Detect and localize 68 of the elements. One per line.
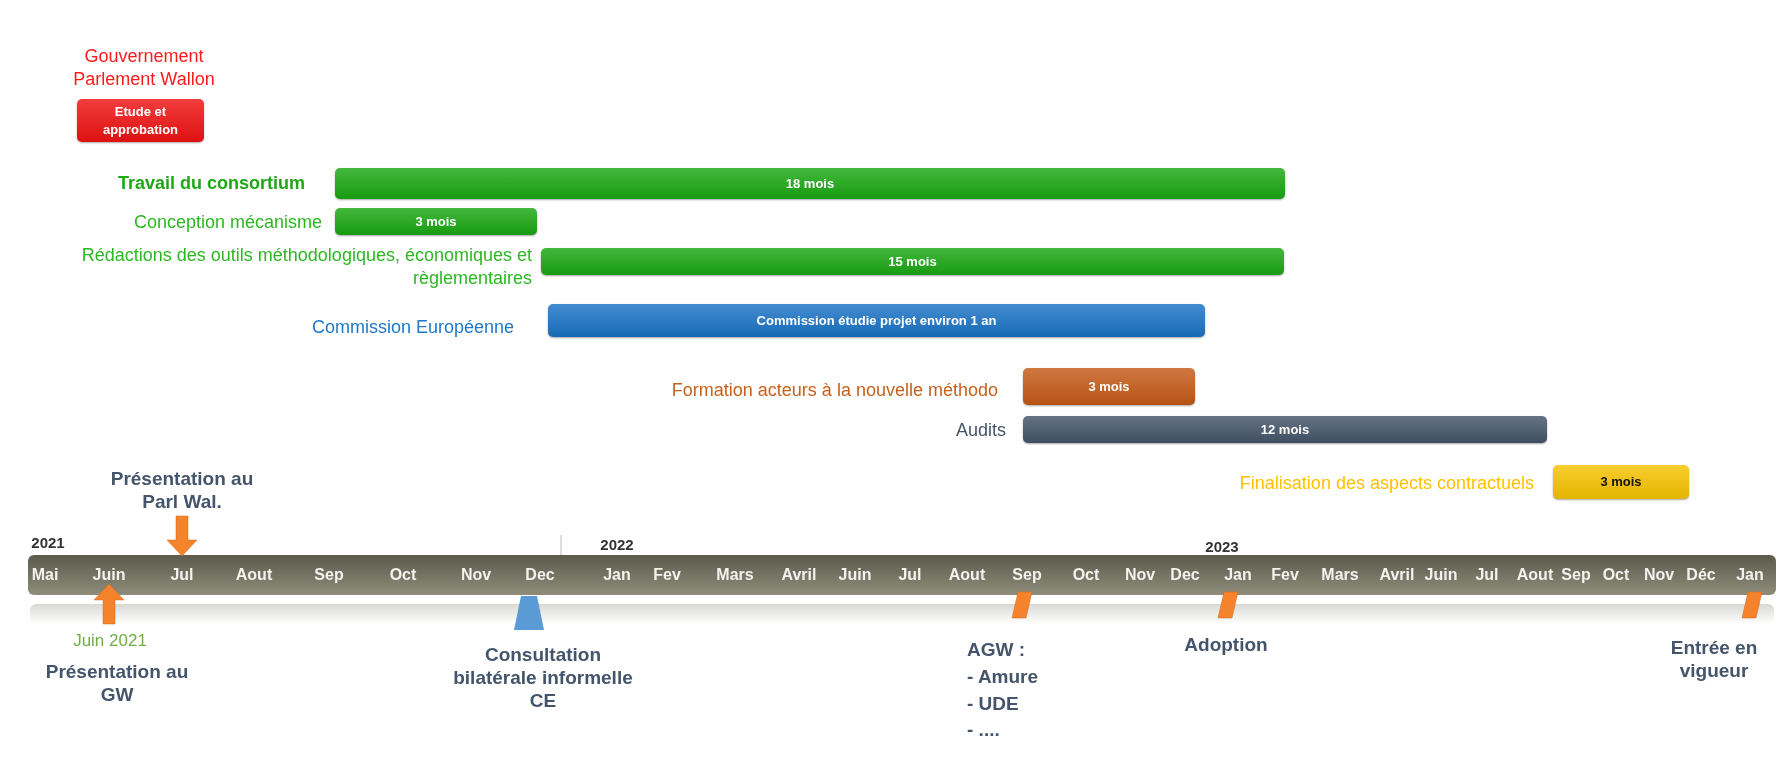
month-label: Sep	[1561, 565, 1591, 585]
duration-label: 3 mois	[415, 212, 457, 231]
month-label: Fev	[653, 565, 681, 585]
month-label: Sep	[1012, 565, 1042, 585]
month-label: Fev	[1271, 565, 1299, 585]
duration-label: Commission étudie projet environ 1 an	[756, 311, 997, 330]
gantt-bar	[335, 168, 1285, 199]
month-label: Jul	[1475, 565, 1499, 585]
year-label: 2021	[31, 534, 65, 552]
month-label: Aout	[235, 565, 273, 585]
task-label: Commission Européenne	[311, 315, 514, 339]
task-label: Travail du consortium	[117, 171, 305, 195]
year-label: 2023	[1205, 538, 1239, 556]
task-label: Rédactions des outils méthodologiques, économiques et règlementaires	[80, 243, 532, 289]
gantt-bar	[1023, 368, 1195, 405]
month-label: Avril	[781, 565, 817, 585]
milestone-label: - UDE	[967, 693, 1019, 716]
month-label: Mai	[31, 565, 59, 585]
milestone-label: Entrée en vigueur	[1669, 637, 1759, 683]
task-label: Conception mécanisme	[133, 210, 322, 234]
duration-label: Etude et approbation	[101, 102, 180, 139]
month-label: Oct	[1602, 565, 1630, 585]
milestone-label: Présentation au Parl Wal.	[109, 468, 255, 514]
gantt-bar	[1023, 416, 1547, 443]
milestone-label: AGW :	[967, 639, 1026, 662]
milestone-label: - ....	[967, 719, 1000, 742]
month-label: Jan	[1224, 565, 1252, 585]
month-label: Aout	[948, 565, 986, 585]
month-label: Aout	[1516, 565, 1554, 585]
milestone-label: - Amure	[967, 666, 1039, 689]
month-label: Jul	[170, 565, 194, 585]
month-label: Sep	[314, 565, 344, 585]
task-label: Finalisation des aspects contractuels	[1239, 471, 1534, 495]
date-label: Juin 2021	[73, 630, 147, 652]
month-label: Déc	[1686, 565, 1716, 585]
duration-label: 3 mois	[1088, 377, 1130, 396]
month-label: Nov	[460, 565, 492, 585]
month-label: Jul	[898, 565, 922, 585]
gantt-bar	[548, 304, 1205, 337]
month-label: Jan	[1736, 565, 1764, 585]
duration-label: 3 mois	[1600, 473, 1642, 491]
gantt-bar	[541, 248, 1284, 275]
year-label: 2022	[600, 536, 634, 554]
duration-label: 15 mois	[888, 252, 937, 271]
milestone-label: Présentation au GW	[44, 661, 190, 707]
month-label: Juin	[838, 565, 872, 585]
month-label: Mars	[716, 565, 754, 585]
milestone-label: Consultation bilatérale informelle CE	[452, 643, 634, 713]
task-label: Audits	[955, 418, 1006, 442]
gantt-bar	[335, 208, 537, 235]
month-label: Nov	[1643, 565, 1675, 585]
month-label: Juin	[92, 565, 126, 585]
month-label: Jan	[603, 565, 631, 585]
gantt-bar	[77, 99, 204, 142]
month-label: Dec	[1170, 565, 1200, 585]
duration-label: 18 mois	[785, 174, 835, 193]
month-label: Mars	[1321, 565, 1359, 585]
month-label: Juin	[1424, 565, 1458, 585]
month-label: Nov	[1124, 565, 1156, 585]
task-label: Formation acteurs à la nouvelle méthodo	[671, 378, 998, 402]
task-label: Gouvernement Parlement Wallon	[72, 45, 216, 90]
month-label: Dec	[525, 565, 555, 585]
milestone-label: Adoption	[1184, 633, 1268, 657]
gantt-bar	[1553, 465, 1689, 499]
month-label: Oct	[1072, 565, 1100, 585]
month-label: Avril	[1379, 565, 1415, 585]
month-label: Oct	[389, 565, 417, 585]
duration-label: 12 mois	[1260, 420, 1310, 439]
